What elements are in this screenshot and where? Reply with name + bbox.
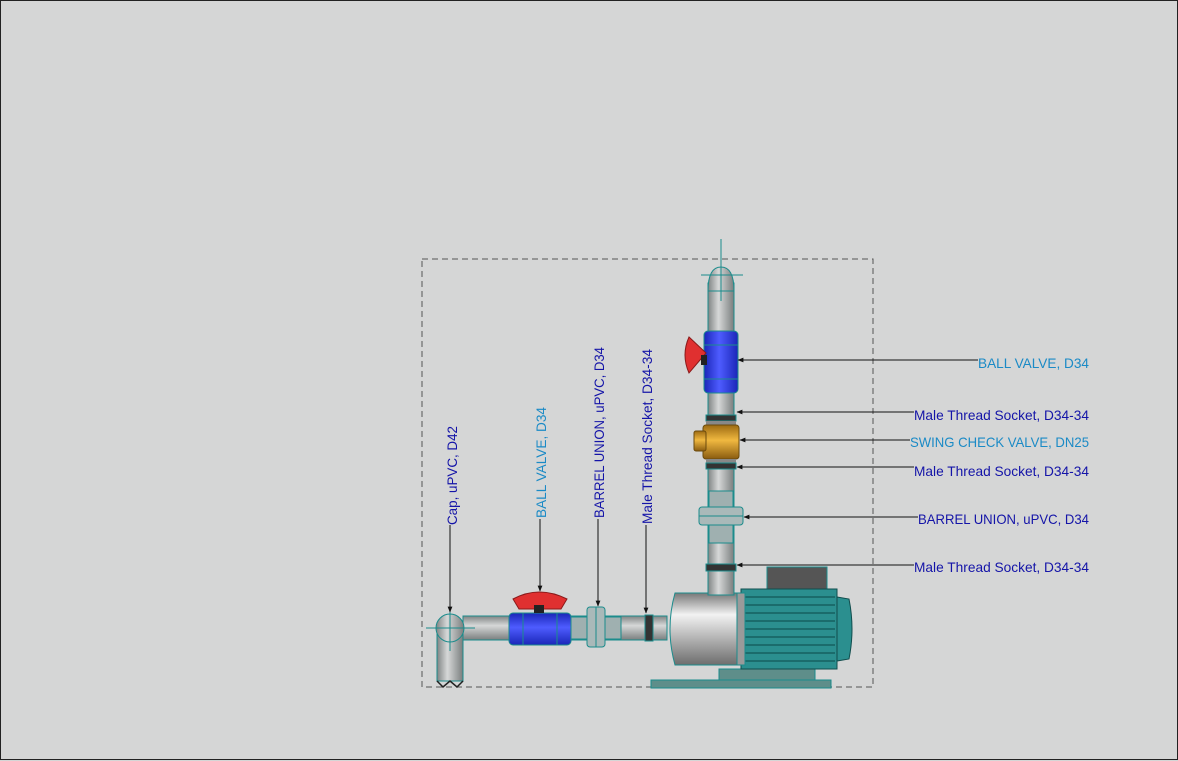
label-male-socket-3: Male Thread Socket, D34-34 [914, 559, 1089, 575]
label-ball-valve-right: BALL VALVE, D34 [978, 355, 1089, 371]
label-cap: Cap, uPVC, D42 [444, 426, 460, 525]
label-ball-valve-left: BALL VALVE, D34 [533, 407, 549, 518]
ball-valve-vertical [684, 330, 739, 394]
leader-lines-right [736, 357, 978, 568]
pump-motor [740, 588, 853, 670]
label-barrel-union-right: BARREL UNION, uPVC, D34 [918, 511, 1089, 527]
male-thread-socket-1 [705, 414, 737, 425]
barrel-union-horizontal [570, 606, 622, 648]
ball-valve-horizontal [508, 591, 572, 646]
swing-check-valve [693, 424, 740, 460]
label-male-socket-left: Male Thread Socket, D34-34 [639, 349, 655, 524]
extent-frame [421, 258, 874, 688]
male-thread-socket-3 [705, 563, 737, 572]
barrel-union-vertical [698, 490, 744, 544]
male-thread-socket-2 [705, 459, 737, 470]
elbow-cap [426, 605, 475, 689]
male-thread-socket-horizontal [644, 614, 654, 642]
label-male-socket-1: Male Thread Socket, D34-34 [914, 407, 1089, 423]
pump-housing [669, 592, 746, 666]
label-barrel-union-left: BARREL UNION, uPVC, D34 [591, 347, 607, 518]
pump-base [650, 668, 832, 689]
leader-lines-left [447, 519, 649, 614]
label-swing-check-valve: SWING CHECK VALVE, DN25 [910, 434, 1089, 450]
label-male-socket-2: Male Thread Socket, D34-34 [914, 463, 1089, 479]
